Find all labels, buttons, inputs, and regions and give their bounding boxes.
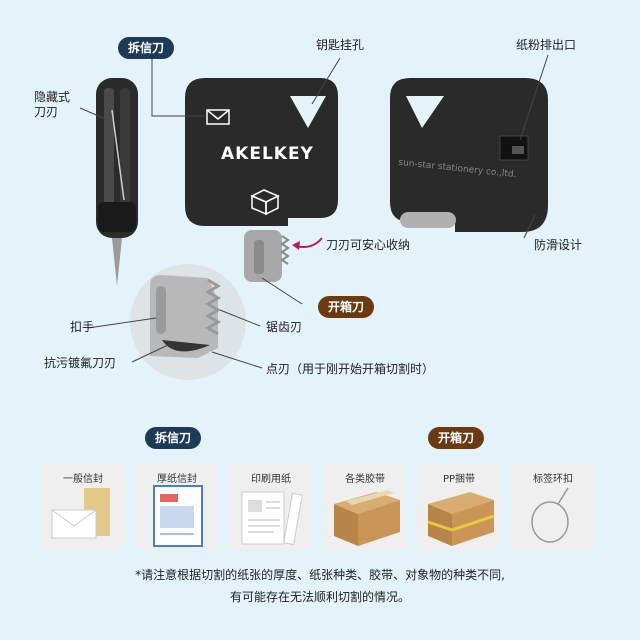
card-label: PP捆带	[442, 474, 476, 485]
label-saw-blade: 锯齿刃	[266, 320, 303, 334]
card-pp-band: PP捆带	[418, 464, 500, 550]
tag-box-cutter-top: 开箱刀	[318, 296, 375, 318]
pp-band-box-icon	[427, 492, 495, 546]
brand-logo: AKELKEY	[221, 144, 314, 164]
label-grip: 扣手	[70, 320, 95, 334]
label-retract: 刀刃可安心收纳	[326, 238, 411, 252]
label-anti-slip: 防滑设计	[534, 238, 583, 252]
tag-letter-opener-top: 拆信刀	[118, 37, 175, 59]
note-line-1: *请注意根据切割的纸张的厚度、纸张种类、胶带、对象物的种类不同,	[135, 568, 505, 582]
card-label: 一般信封	[63, 474, 103, 485]
tag-letter-opener-bottom: 拆信刀	[145, 427, 202, 449]
tag-box-cutter-bottom: 开箱刀	[428, 427, 485, 449]
label-fluorine-blade: 抗污镀氟刀刃	[44, 356, 117, 370]
card-label: 各类胶带	[345, 474, 385, 485]
tape-box-icon	[334, 490, 400, 546]
card-label: 印刷用纸	[251, 474, 291, 485]
label-key-hole: 钥匙挂孔	[316, 38, 365, 52]
note-line-2: 有可能存在无法顺利切割的情况。	[229, 590, 410, 604]
zoom-detail	[130, 264, 246, 380]
label-hidden-blade: 隐藏式 刀刃	[34, 90, 71, 119]
key-back-view	[390, 78, 548, 232]
card-label: 标签环扣	[533, 474, 573, 485]
key-front-view	[185, 78, 338, 282]
card-label: 厚纸信封	[157, 474, 197, 485]
label-point-blade: 点刃（用于刚开始开箱切割时）	[266, 362, 435, 376]
card-tag-loop: 标签环扣	[512, 464, 594, 550]
side-view-cutter	[96, 78, 138, 286]
card-tape: 各类胶带	[324, 464, 406, 550]
card-thick-envelope: 厚纸信封	[136, 464, 218, 550]
card-printing-paper: 印刷用纸	[230, 464, 312, 550]
label-chalk-outlet: 纸粉排出口	[516, 38, 577, 52]
thick-envelope-icon	[153, 485, 203, 547]
card-plain-envelope: 一般信封	[42, 464, 124, 550]
tag-loop-icon	[531, 487, 569, 543]
envelope-icon	[51, 488, 110, 539]
paper-icon	[241, 491, 303, 546]
